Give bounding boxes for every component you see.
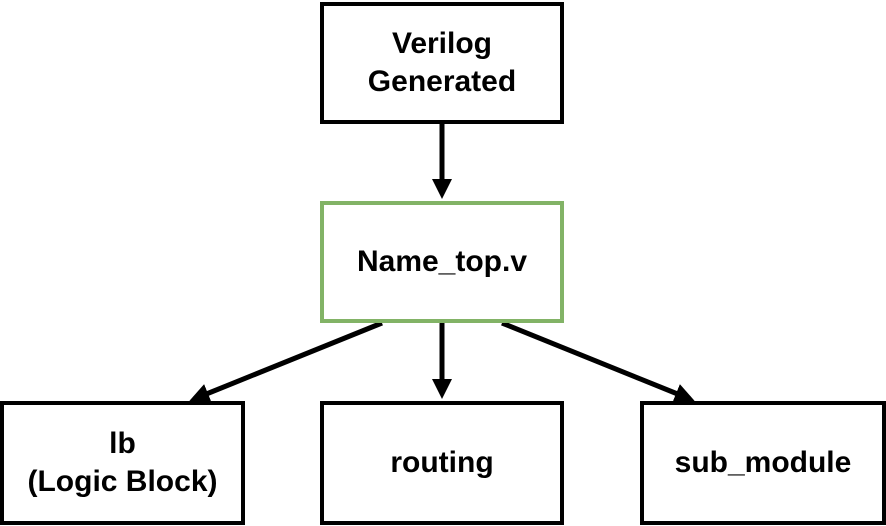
node-routing: routing — [320, 401, 564, 525]
node-routing-label: routing — [390, 446, 494, 479]
node-lb-line1: lb — [109, 427, 136, 460]
node-verilog-line1: Verilog — [391, 27, 493, 60]
node-name-top-label: Name_top.v — [356, 245, 528, 278]
node-verilog-generated: Verilog Generated — [320, 2, 564, 124]
edge-top-to-lb — [189, 320, 383, 403]
node-lb: lb (Logic Block) — [0, 401, 245, 525]
node-verilog-line2: Generated — [367, 65, 517, 98]
node-sub-module: sub_module — [640, 401, 886, 525]
edge-top-to-sub-module — [501, 320, 695, 403]
node-name-top: Name_top.v — [320, 201, 564, 323]
node-lb-line2: (Logic Block) — [27, 465, 218, 498]
node-sub-module-label: sub_module — [674, 446, 852, 479]
